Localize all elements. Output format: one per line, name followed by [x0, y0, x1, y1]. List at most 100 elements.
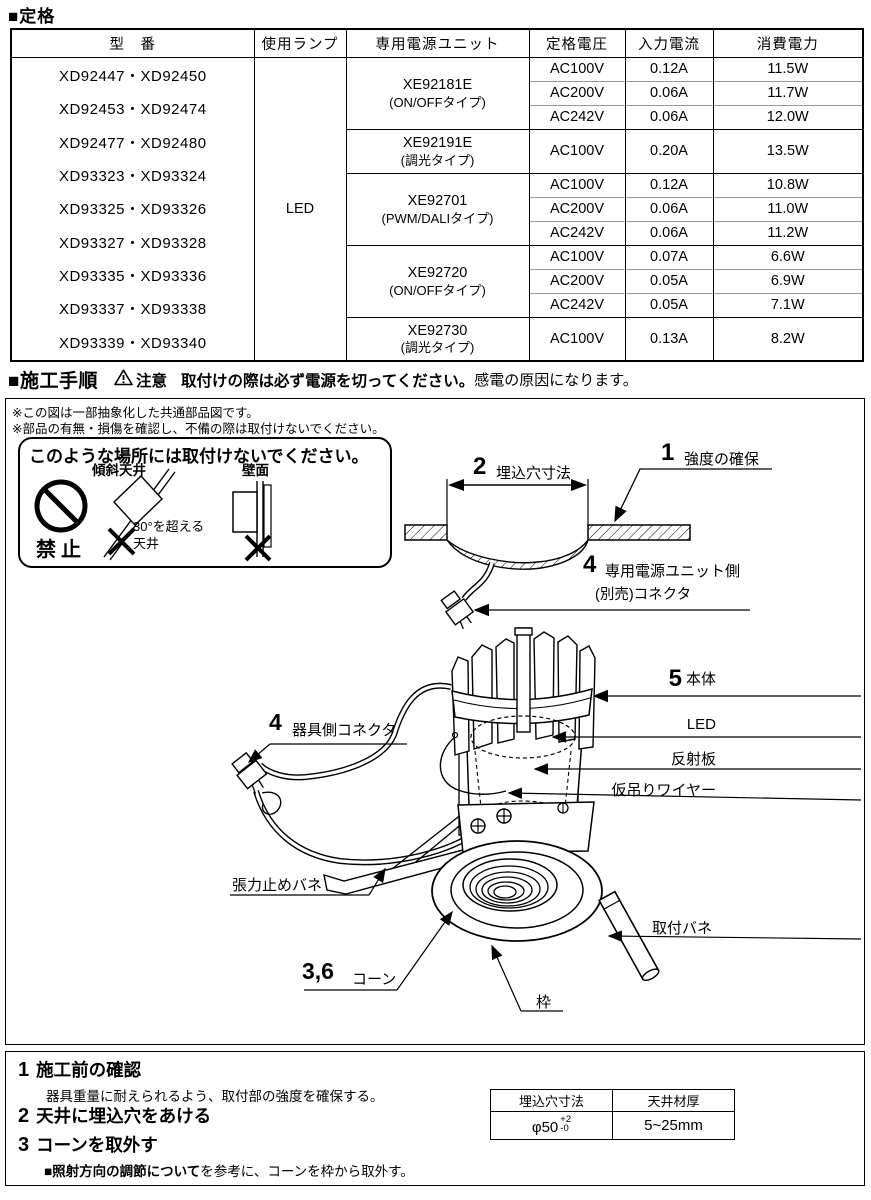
step-2-heading: 2 天井に埋込穴をあける [18, 1103, 211, 1128]
callout-psu-line2: (別売)コネクタ [595, 587, 692, 603]
power-unit-model: XE92701 [407, 192, 468, 209]
model-number: XD93339・XD93340 [58, 334, 207, 352]
hole-table-header-dimension: 埋込穴寸法 [490, 1089, 613, 1112]
power-cell: 11.2W [712, 220, 863, 245]
hole-table-thickness-value: 5~25mm [612, 1111, 735, 1140]
warning-triangle-icon [114, 368, 133, 391]
step-3-body-bold: ■照射方向の調節について [44, 1164, 201, 1179]
current-cell: 0.05A [624, 292, 713, 317]
callout-reflector: 反射板 [670, 751, 716, 768]
step-1-body: 器具重量に耐えられるよう、取付部の強度を確保する。 [46, 1089, 384, 1104]
callout-psu-line1: 専用電源ユニット側 [605, 563, 741, 580]
callout-tension-spring: 張力止めバネ [232, 877, 323, 894]
procedure-title: ■施工手順 [8, 371, 98, 392]
fixture-connector [231, 751, 268, 795]
callout-cone-label: コーン [352, 971, 397, 988]
hole-tolerance: +2-0 [560, 1114, 572, 1134]
current-cell: 0.20A [624, 128, 713, 173]
callout-hole-label: 埋込穴寸法 [496, 465, 572, 482]
model-number: XD92477・XD92480 [58, 134, 207, 152]
voltage-cell: AC100V [528, 128, 625, 173]
callout-cone-number: 3,6 [302, 958, 334, 984]
sloped-ceiling-label: 傾斜天井 [92, 463, 146, 478]
current-cell: 0.12A [624, 56, 713, 81]
ceiling-section [404, 524, 691, 570]
power-cell: 7.1W [712, 292, 863, 317]
power-cell: 12.0W [712, 104, 863, 129]
power-unit-cell: XE92701(PWM/DALIタイプ) [345, 172, 529, 245]
hole-dimensions-table: 埋込穴寸法 天井材厚 φ50+2-0 5~25mm [490, 1089, 735, 1140]
power-cell: 10.8W [712, 172, 863, 197]
power-unit-model: XE92720 [407, 264, 468, 281]
step-2-title: 天井に埋込穴をあける [36, 1106, 212, 1126]
callout-fixture-conn-number: 4 [269, 709, 282, 735]
voltage-cell: AC100V [528, 56, 625, 81]
callout-body-number: 5 [668, 665, 682, 692]
model-number: XD93335・XD93336 [58, 267, 207, 285]
ban-icon [34, 479, 88, 533]
current-cell: 0.13A [624, 316, 713, 361]
callout-strength-number: 1 [661, 439, 675, 466]
current-cell: 0.07A [624, 244, 713, 269]
model-number: XD93323・XD93324 [58, 167, 207, 185]
installation-diagram: ※この図は一部抽象化した共通部品図です。 ※部品の有無・損傷を確認し、不備の際は… [5, 398, 865, 1045]
current-cell: 0.05A [624, 268, 713, 293]
power-unit-cell: XE92181E(ON/OFFタイプ) [345, 56, 529, 129]
hole-diameter: φ50 [531, 1119, 559, 1136]
power-unit-type: (ON/OFFタイプ) [389, 282, 486, 298]
caution-sentence-bold: 取付けの際は必ず電源を切ってください。 [181, 372, 475, 390]
voltage-cell: AC200V [528, 196, 625, 221]
voltage-cell: AC100V [528, 244, 625, 269]
current-cell: 0.06A [624, 196, 713, 221]
power-cell: 11.7W [712, 80, 863, 105]
callout-wire: 仮吊りワイヤー [611, 782, 716, 799]
callout-psu-number: 4 [583, 551, 597, 578]
model-number: XD93325・XD93326 [58, 201, 207, 219]
power-cell: 11.0W [712, 196, 863, 221]
power-unit-model: XE92181E [402, 76, 473, 93]
power-cell: 13.5W [712, 128, 863, 173]
power-cell: 6.6W [712, 244, 863, 269]
power-unit-cell: XE92730(調光タイプ) [345, 316, 529, 361]
col-header-voltage: 定格電圧 [528, 29, 625, 58]
sloped-ceiling-note-1: 30°を超える [133, 519, 205, 534]
current-cell: 0.06A [624, 104, 713, 129]
power-unit-cell: XE92720(ON/OFFタイプ) [345, 244, 529, 317]
diagram-note-1: ※この図は一部抽象化した共通部品図です。 [12, 406, 259, 420]
power-unit-type: (調光タイプ) [400, 340, 475, 356]
model-number: XD93327・XD93328 [58, 234, 207, 252]
wall-sketch [232, 481, 272, 562]
hole-dimension [446, 479, 589, 525]
fixture-body [431, 627, 660, 982]
prohibition-box [18, 437, 392, 568]
col-header-current: 入力電流 [624, 29, 713, 58]
voltage-cell: AC242V [528, 220, 625, 245]
col-header-model: 型 番 [10, 29, 254, 58]
sloped-ceiling-note-2: 天井 [133, 536, 160, 551]
lamp-type-cell: LED [253, 57, 346, 361]
callout-strength-label: 強度の確保 [684, 451, 760, 468]
current-cell: 0.06A [624, 220, 713, 245]
step-3-number: 3 [18, 1134, 30, 1156]
power-unit-type: (調光タイプ) [400, 152, 475, 168]
power-cell: 8.2W [712, 316, 863, 361]
power-unit-model: XE92191E [402, 134, 473, 151]
step-1-title: 施工前の確認 [36, 1060, 142, 1080]
callout-fixture-conn-label: 器具側コネクタ [292, 722, 397, 739]
callout-body-label: 本体 [685, 671, 716, 688]
step-2-number: 2 [18, 1105, 30, 1127]
prohibition-title: このような場所には取付けないでください。 [29, 447, 369, 466]
hole-table-dimension-value: φ50+2-0 [490, 1111, 613, 1140]
voltage-cell: AC100V [528, 172, 625, 197]
psu-connector [440, 589, 475, 630]
ban-label: 禁止 [36, 539, 86, 561]
voltage-cell: AC242V [528, 292, 625, 317]
step-3-body-rest: を参考に、コーンを枠から取外す。 [200, 1164, 414, 1179]
power-unit-type: (ON/OFFタイプ) [389, 94, 486, 110]
wall-label: 壁面 [242, 463, 269, 478]
power-cell: 11.5W [712, 56, 863, 81]
